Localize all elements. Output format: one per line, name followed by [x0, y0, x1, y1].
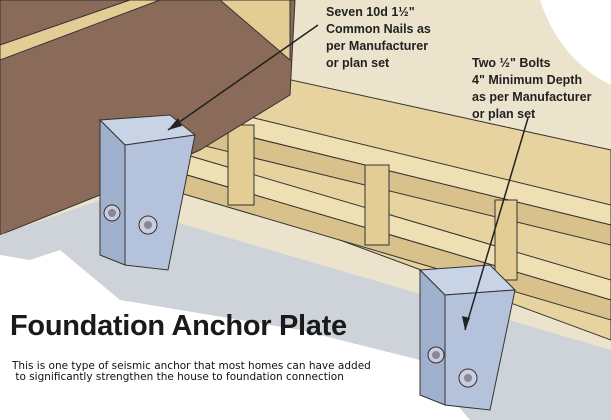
callout-line: per Manufacturer: [326, 39, 429, 53]
callout-line: Common Nails as: [326, 22, 431, 36]
callout-line: as per Manufacturer: [472, 90, 592, 104]
callout-line: or plan set: [326, 56, 390, 70]
wall-beam: [0, 0, 161, 61]
bolts-leader: [464, 117, 529, 331]
wall-stud: [219, 0, 291, 62]
description-line: This is one type of seismic anchor that …: [12, 360, 371, 372]
diagram-title: Foundation Anchor Plate: [10, 310, 347, 342]
callout-line: Two ½" Bolts: [472, 56, 551, 70]
title-area: [0, 250, 470, 420]
anchor-plate-right: [418, 264, 517, 411]
background-highlight: [540, 0, 611, 85]
callout-line: 4" Minimum Depth: [472, 73, 583, 87]
bolts-callout: Two ½" Bolts 4" Minimum Depth as per Man…: [472, 55, 591, 123]
callout-line: or plan set: [472, 107, 536, 121]
nails-leader: [167, 24, 319, 131]
description-line: to significantly strengthen the house to…: [12, 371, 344, 383]
nails-callout: Seven 10d 1½" Common Nails as per Manufa…: [326, 4, 431, 72]
block: [364, 164, 390, 246]
block: [494, 199, 518, 281]
block: [227, 124, 255, 206]
anchor-plate-left: [98, 114, 197, 271]
callout-line: Seven 10d 1½": [326, 5, 415, 19]
diagram-description: This is one type of seismic anchor that …: [12, 361, 371, 383]
